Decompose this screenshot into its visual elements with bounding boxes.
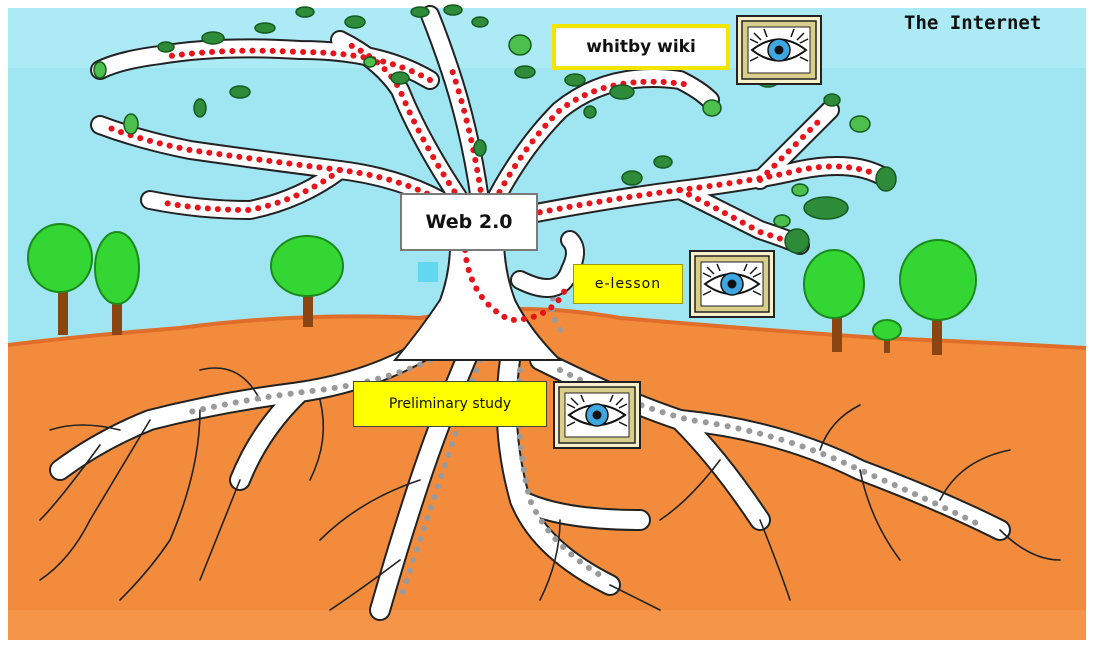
background-trees xyxy=(27,223,977,355)
leaves xyxy=(93,4,897,254)
diagram-title: The Internet xyxy=(904,12,1042,34)
tree-trunk xyxy=(392,209,563,361)
web20-label[interactable]: Web 2.0 xyxy=(400,193,538,251)
eye-icon[interactable] xyxy=(553,381,641,449)
whitby-wiki-label[interactable]: whitby wiki xyxy=(552,24,730,70)
tree-branches xyxy=(90,5,890,323)
elesson-label[interactable]: e-lesson xyxy=(573,264,683,304)
eye-icon[interactable] xyxy=(689,250,775,318)
eye-icon[interactable] xyxy=(736,15,822,85)
preliminary-study-label[interactable]: Preliminary study xyxy=(353,381,547,427)
